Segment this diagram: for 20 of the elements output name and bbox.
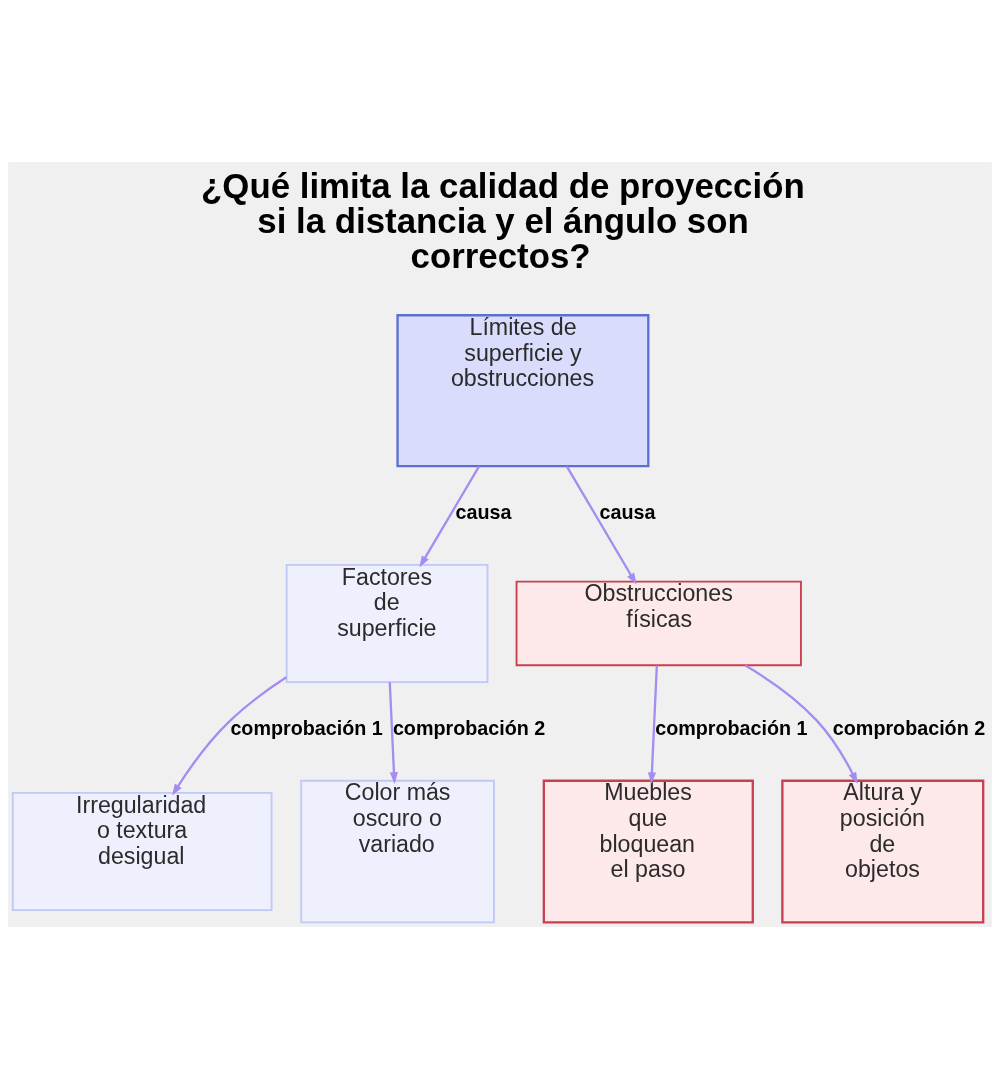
edge-label: comprobación 1: [230, 716, 383, 739]
arrow: [744, 663, 858, 784]
edge-label: causa: [599, 500, 656, 523]
node-box: Factores de superficie: [285, 563, 489, 683]
arrow: [388, 681, 398, 784]
node-box: Color más oscuro o variado: [300, 779, 495, 923]
edge-label: comprobación 1: [655, 716, 808, 739]
node-box: Límites de superficie y obstrucciones: [396, 313, 650, 467]
node-box: Muebles que bloquean el paso: [542, 779, 754, 923]
arrow: [419, 465, 480, 567]
node-box: Irregularidad o textura desigual: [11, 791, 273, 911]
edge-label: comprobación 2: [832, 716, 986, 739]
edge-label: comprobación 2: [392, 716, 546, 739]
arrow: [565, 465, 637, 585]
node-box: Obstrucciones físicas: [515, 580, 802, 666]
edge-label: causa: [455, 500, 512, 523]
diagram-title: ¿Qué limita la calidad de proyección si la distancia y el ángulo son correctos?: [201, 165, 805, 275]
arrow: [647, 664, 658, 784]
node-box: Altura y posición de objetos: [781, 779, 985, 923]
arrow: [172, 675, 287, 796]
